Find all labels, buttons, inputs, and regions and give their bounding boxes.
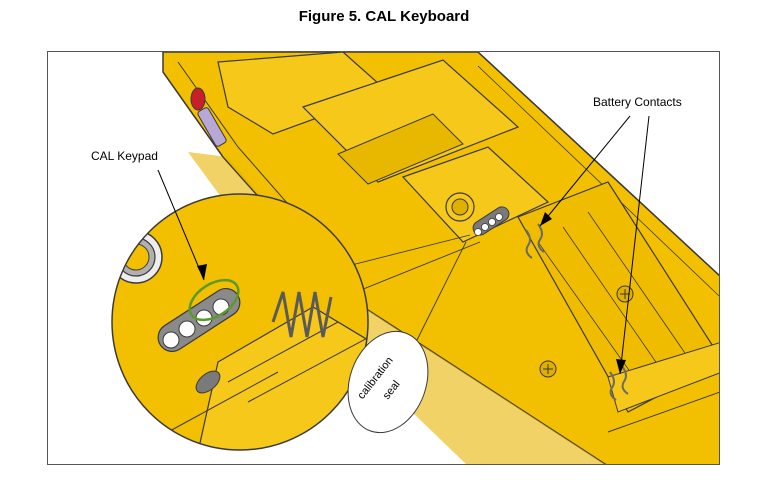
keypad-highlight-ring: [188, 278, 240, 322]
device-knob: [445, 192, 475, 222]
screw-lower: [539, 360, 557, 378]
battery-contacts-arrows: [539, 115, 650, 375]
cal-keypad-magnified: [157, 278, 241, 353]
cal-keypad-label: CAL Keypad: [91, 149, 158, 163]
screw-upper: [616, 285, 634, 303]
device-illustration: CAL Keypad Battery Contacts calibration …: [91, 52, 719, 464]
battery-contact-upper: [525, 223, 545, 259]
magnified-inset: [111, 193, 369, 451]
red-side-button: [190, 87, 227, 147]
figure-frame: CAL Keypad Battery Contacts calibration …: [47, 51, 720, 465]
figure-title: Figure 5. CAL Keyboard: [298, 8, 470, 25]
battery-contacts-label: Battery Contacts: [593, 95, 682, 109]
cal-keypad-small: [472, 206, 510, 236]
cal-keypad-arrow: [157, 169, 207, 281]
calibration-seal: calibration seal: [347, 241, 467, 434]
battery-contact-lower: [609, 365, 629, 401]
